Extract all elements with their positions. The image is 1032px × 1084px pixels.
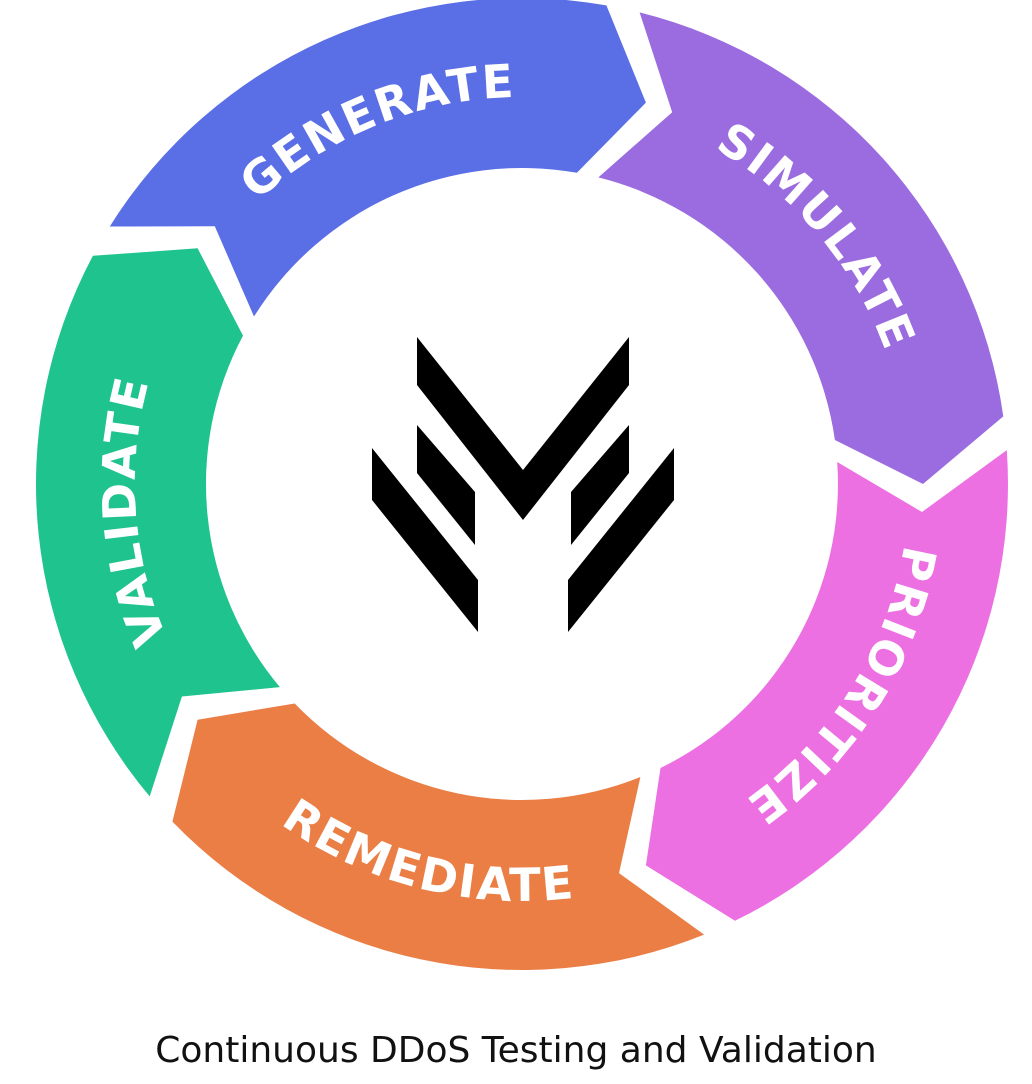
cycle-diagram: GENERATESIMULATEPRIORITIZEREMEDIATEVALID… [35,0,1008,971]
cycle-segments [35,0,1008,971]
logo-left-bar-outer [372,448,478,632]
segment-simulate [598,12,1004,485]
center-logo [372,337,674,632]
segment-prioritize [645,450,1008,921]
logo-right-bar-inner [571,425,629,545]
logo-left-bar-inner [417,425,475,545]
segment-remediate [172,703,705,971]
diagram-caption: Continuous DDoS Testing and Validation [155,1030,877,1071]
segment-generate [109,0,646,317]
segment-validate [35,248,280,797]
logo-chevron-outer [417,337,629,520]
logo-right-bar-outer [568,448,674,632]
